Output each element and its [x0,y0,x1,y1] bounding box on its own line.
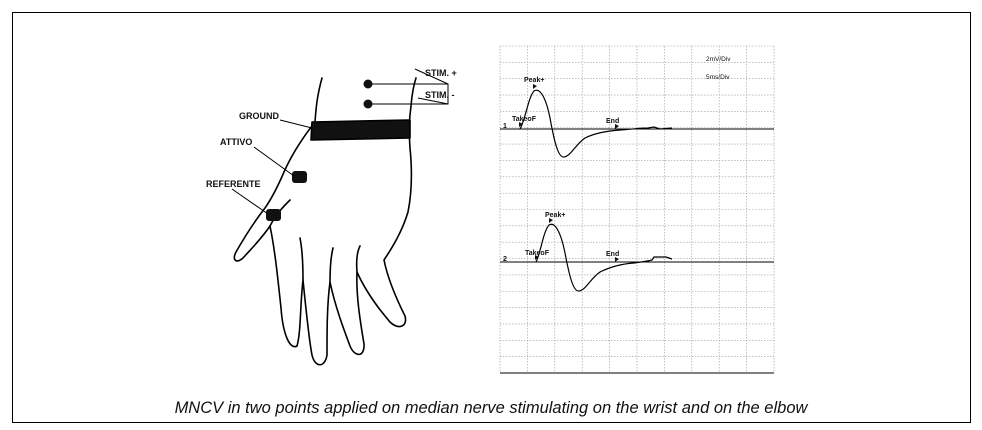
ground-band [310,119,411,141]
stim-plus-electrode [363,79,373,89]
figure-frame [12,12,971,423]
trace1-index: 1 [503,123,507,130]
stim-minus-label: STIM. - [425,90,455,100]
trace2-end-marker [615,257,619,262]
trace1-takeoff-label: TakeoF [512,116,537,123]
label-leaders [231,68,449,215]
stim-plus-label: STIM. + [425,68,457,78]
trace2-waveform [535,223,673,292]
trace1-end-label: End [606,118,619,125]
mncv-diagram: STIM. + STIM. - GROUND ATTIVO REFERENTE … [206,45,775,374]
time-scale-label: 5ms/Div [706,74,730,81]
trace2-index: 2 [503,256,507,263]
trace1-peak-marker [533,84,537,89]
trace1-waveform [519,89,673,158]
trace1-takeoff-marker [519,122,523,127]
ground-label: GROUND [239,111,279,121]
trace-grid [499,45,775,374]
trace2-peak-marker [549,218,553,223]
amplitude-scale-label: 2mV/Div [706,56,731,63]
attivo-label: ATTIVO [220,137,252,147]
attivo-electrode [292,171,307,183]
hand-outline [233,77,417,366]
trace2-takeoff-marker [535,255,539,260]
figure-caption: MNCV in two points applied on median ner… [174,399,808,417]
trace2-end-label: End [606,251,619,258]
finger-gap-lines [299,237,361,283]
trace1-end-marker [615,124,619,129]
trace1-peak-label: Peak+ [524,77,544,84]
stim-minus-electrode [363,99,373,109]
hand-illustration [233,77,417,366]
referente-label: REFERENTE [206,179,261,189]
trace2-takeoff-label: TakeoF [525,250,550,257]
trace2-peak-label: Peak+ [545,212,565,219]
referente-electrode [266,209,281,221]
trace-panel: 2mV/Div 5ms/Div 1 TakeoF Peak+ End 2 Tak… [499,45,775,374]
